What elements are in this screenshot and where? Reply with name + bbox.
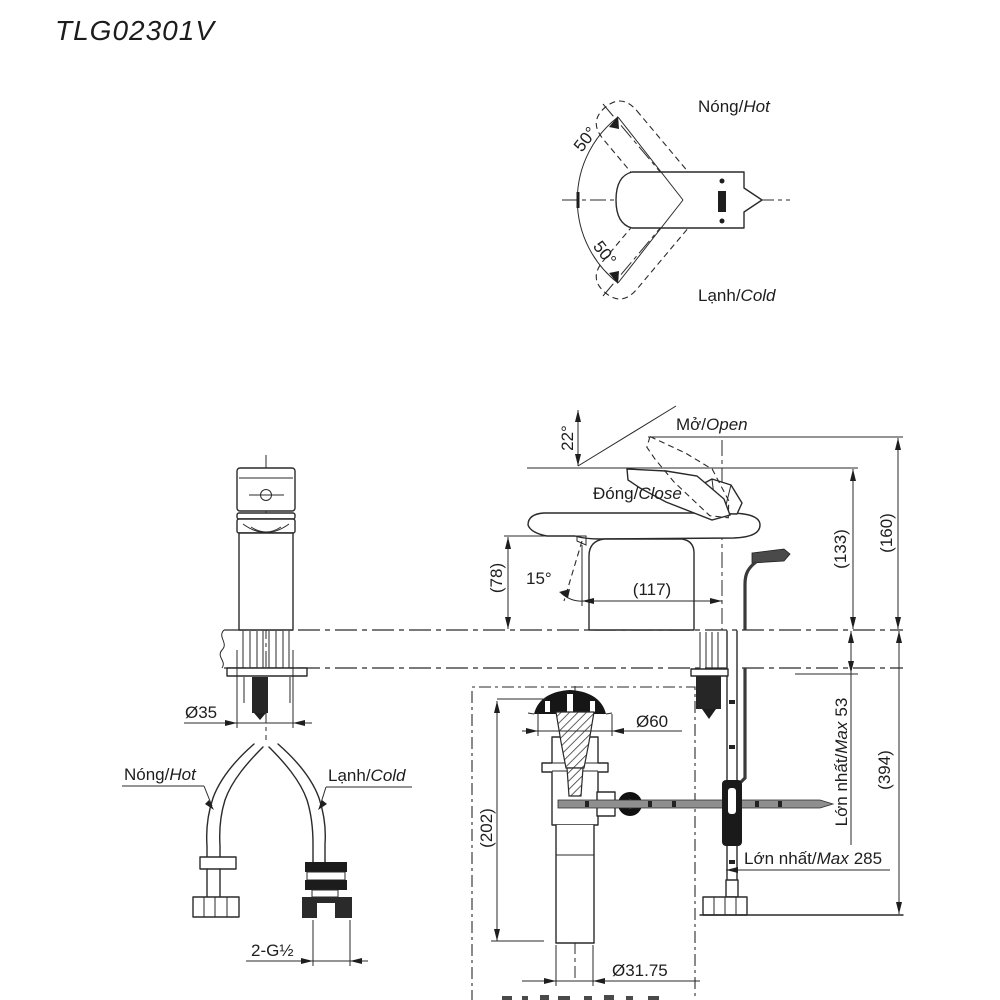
- top-view-hot-label: Nóng/Hot: [698, 97, 771, 116]
- arc-arrow-upper: [609, 116, 619, 129]
- deck-thickness-label: Lớn nhất/Max53: [832, 698, 851, 827]
- cold-fitting-neck: [311, 889, 339, 898]
- side-dimensions: 22° Mở/Open Đóng/Close (78) 15° (117): [487, 405, 903, 914]
- hot-hose-outer: [205, 743, 255, 867]
- angle-upper-label: 50°: [570, 123, 601, 155]
- assembly-length-label: (202): [477, 808, 496, 848]
- mounting-shank-front: [226, 631, 308, 720]
- height-closed-label: (133): [831, 529, 850, 569]
- mounting-stud-side: [690, 632, 729, 719]
- spout-mouth-arc-inner: [250, 526, 282, 533]
- top-view-cold-label: Lạnh/Cold: [698, 286, 776, 305]
- below-counter-depth-label: (394): [875, 750, 894, 790]
- arc-arrow-lower: [609, 271, 619, 284]
- angle-lower-label: 50°: [589, 237, 620, 269]
- supply-neck: [725, 879, 739, 898]
- cold-fitting-band-2: [305, 880, 347, 890]
- hot-hose-collar: [199, 856, 237, 870]
- lift-rod-knob: [743, 548, 791, 630]
- flange-diameter-label: Ø60: [636, 712, 668, 731]
- supply-thread-label: 2-G½: [251, 941, 294, 960]
- cold-fitting-band-1: [305, 862, 347, 872]
- deck-break-symbol: [219, 629, 225, 669]
- aerator-angle-label: 15°: [526, 569, 552, 588]
- partial-cut-off-text: [502, 995, 659, 1000]
- side-below-deck: [690, 630, 904, 916]
- handle-angle-label: 22°: [558, 425, 577, 451]
- front-cold-label: Lạnh/Cold: [328, 766, 406, 785]
- cold-hose-outer: [277, 743, 327, 863]
- spout-reach-label: (117): [633, 580, 671, 599]
- supply-hoses: [192, 743, 352, 918]
- body-diameter-label: Ø35: [185, 703, 217, 722]
- front-hot-label: Nóng/Hot: [124, 765, 197, 784]
- body-top-outline: [615, 171, 763, 229]
- drain-dimensions: Ø60 (202) Ø31.75: [477, 698, 700, 986]
- cold-fitting-ring: [306, 871, 346, 881]
- body-front: [238, 532, 294, 631]
- drain-detail-box: [471, 686, 696, 1000]
- hot-hose-inner: [218, 746, 264, 867]
- drawing-title: TLG02301V: [55, 15, 216, 46]
- height-open-label: (160): [877, 513, 896, 553]
- top-view: 50° 50° Nóng/Hot Lạnh/Cold: [562, 92, 790, 308]
- drain-tail-pipe: [555, 824, 595, 944]
- popup-stem-section: [566, 767, 584, 797]
- drain-unit-view: Ø60 (202) Ø31.75: [471, 686, 835, 1000]
- cartridge-dot-top: [719, 178, 725, 184]
- lift-rod-below-deck: [739, 668, 747, 784]
- rotation-radius-upper: [617, 116, 684, 201]
- pipe-diameter-label: Ø31.75: [612, 961, 668, 980]
- spout-height-label: (78): [487, 563, 506, 593]
- counter-deck: [219, 629, 903, 669]
- horizontal-pivot-rod: [557, 799, 835, 809]
- aerator-outlet: [576, 535, 587, 546]
- front-dimensions: Ø35 Nóng/Hot Lạnh/Cold 2-G½: [122, 650, 412, 966]
- stud-tip-front: [254, 713, 266, 720]
- open-label: Mở/Open: [676, 415, 748, 434]
- cartridge-slot: [718, 191, 726, 212]
- rotation-radius-lower: [617, 199, 684, 284]
- close-label: Đóng/Close: [593, 484, 682, 503]
- front-view: Ø35 Nóng/Hot Lạnh/Cold 2-G½: [122, 455, 412, 966]
- cold-hose-inner: [268, 746, 314, 863]
- mounting-washer-front: [226, 667, 308, 677]
- popup-plug-section: [555, 711, 595, 769]
- cold-nut-center: [317, 903, 335, 918]
- side-view: 22° Mở/Open Đóng/Close (78) 15° (117): [487, 405, 904, 916]
- mounting-stud-front: [252, 677, 268, 713]
- hot-hose-nut: [192, 896, 240, 918]
- body-side-outline: [588, 538, 695, 631]
- cartridge-dot-bottom: [719, 218, 725, 224]
- handle-skirt-band: [236, 512, 296, 520]
